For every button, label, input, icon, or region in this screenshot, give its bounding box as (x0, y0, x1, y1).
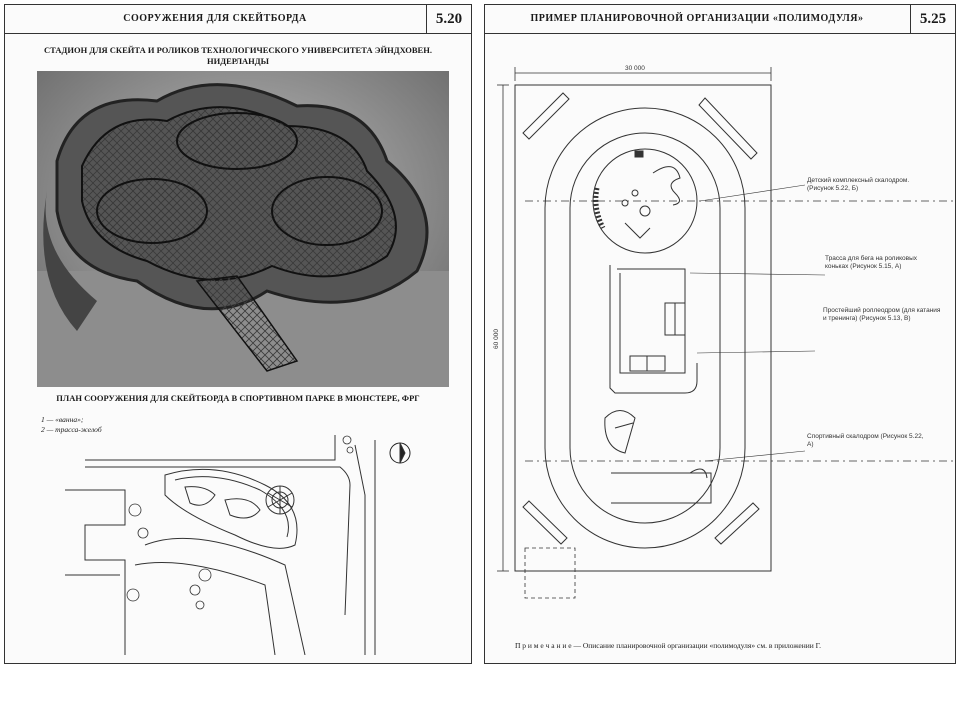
polymodule-site-plan (497, 67, 955, 599)
left-page-header: СООРУЖЕНИЯ ДЛЯ СКЕЙТБОРДА 5.20 (5, 5, 471, 34)
footnote: П р и м е ч а н и е — Описание планирово… (515, 641, 822, 650)
left-header-title: СООРУЖЕНИЯ ДЛЯ СКЕЙТБОРДА (123, 13, 307, 24)
legend-item: 1 — «ванна»; (41, 415, 84, 424)
photo-caption: СТАДИОН ДЛЯ СКЕЙТА И РОЛИКОВ ТЕХНОЛОГИЧЕ… (44, 45, 432, 66)
label-roller-track: Трасса для бега на роликовых коньках (Ри… (825, 255, 918, 270)
label-climbing-wall: Спортивный скалодром (Рисунок 5.22, А) (807, 433, 924, 448)
right-header-title: ПРИМЕР ПЛАНИРОВОЧНОЙ ОРГАНИЗАЦИИ «ПОЛИМО… (530, 13, 864, 24)
right-page: ПРИМЕР ПЛАНИРОВОЧНОЙ ОРГАНИЗАЦИИ «ПОЛИМО… (484, 4, 956, 664)
plan-legend: 1 — «ванна»; 2 — трасса-желоб (41, 415, 102, 435)
right-page-number: 5.25 (910, 5, 955, 33)
left-page-number: 5.20 (426, 5, 471, 33)
munster-plan-drawing (65, 435, 411, 655)
right-page-header: ПРИМЕР ПЛАНИРОВОЧНОЙ ОРГАНИЗАЦИИ «ПОЛИМО… (485, 5, 955, 34)
label-rollerdrome: Простейший роллеодром (для катания и тре… (823, 307, 941, 322)
dimension-width: 30 000 (625, 65, 645, 72)
skate-stadium-photo (37, 71, 449, 387)
dimension-height: 60 000 (492, 329, 500, 349)
legend-item: 2 — трасса-желоб (41, 425, 102, 434)
label-playground: Детский комплексный скалодром. (Рисунок … (807, 177, 910, 192)
left-page: СООРУЖЕНИЯ ДЛЯ СКЕЙТБОРДА 5.20 СТАДИОН Д… (4, 4, 472, 664)
plan-caption: ПЛАН СООРУЖЕНИЯ ДЛЯ СКЕЙТБОРДА В СПОРТИВ… (56, 393, 420, 403)
